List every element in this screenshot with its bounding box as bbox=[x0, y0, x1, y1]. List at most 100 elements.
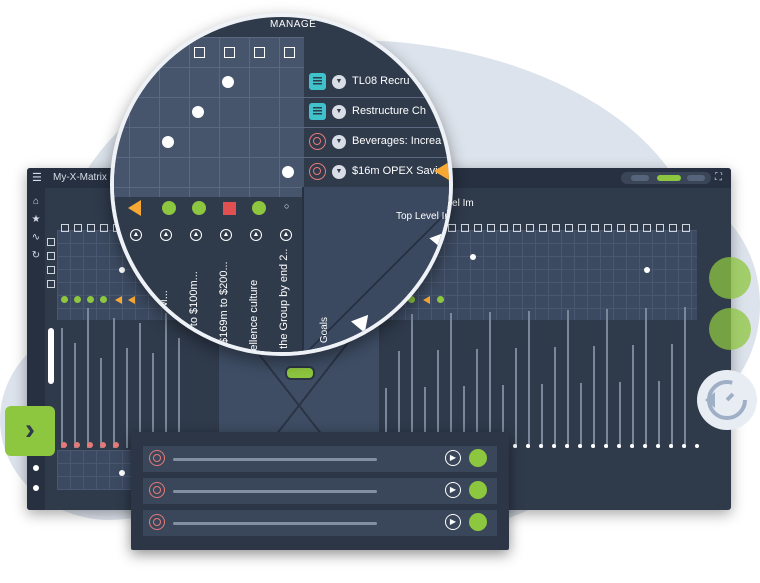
scroll-handle[interactable] bbox=[48, 328, 54, 384]
checkbox bbox=[578, 224, 586, 232]
objective-label: $16m OPEX Saving bbox=[352, 165, 450, 177]
home-icon[interactable]: ⌂ bbox=[32, 196, 40, 207]
progress-bar bbox=[515, 348, 517, 448]
checkbox bbox=[74, 224, 82, 232]
checkbox[interactable] bbox=[194, 47, 205, 58]
checkbox[interactable] bbox=[284, 47, 295, 58]
up-arrow-icon[interactable]: ▲ bbox=[160, 229, 172, 241]
document-icon bbox=[309, 103, 326, 120]
progress-bar bbox=[567, 310, 569, 448]
view-toggle-option[interactable] bbox=[631, 175, 649, 181]
relationship-dot bbox=[119, 470, 125, 476]
status-dot bbox=[469, 449, 487, 467]
objective-row[interactable]: ▼ Beverages: Increa bbox=[304, 127, 449, 158]
chevron-down-icon[interactable]: ▼ bbox=[332, 135, 346, 149]
status-dot-green bbox=[162, 201, 176, 215]
view-toggle-option[interactable] bbox=[687, 175, 705, 181]
center-toggle-pill[interactable] bbox=[285, 366, 315, 380]
fullscreen-icon[interactable]: ⛶ bbox=[715, 172, 722, 183]
divider bbox=[302, 187, 304, 352]
progress-bar bbox=[87, 308, 89, 448]
objective-vertical-label: m $81m to $100m... bbox=[188, 271, 200, 356]
progress-bar bbox=[74, 343, 76, 448]
checkbox bbox=[448, 224, 456, 232]
document-icon bbox=[309, 73, 326, 90]
status-dot-green bbox=[74, 296, 81, 303]
status-dot-white bbox=[604, 444, 608, 448]
play-icon[interactable]: ▶ bbox=[445, 482, 461, 498]
checkbox[interactable] bbox=[254, 47, 265, 58]
checkbox bbox=[100, 224, 108, 232]
checkbox bbox=[461, 224, 469, 232]
relationship-dot[interactable] bbox=[222, 76, 234, 88]
relationship-dot[interactable] bbox=[162, 136, 174, 148]
chevron-down-icon[interactable]: ▼ bbox=[332, 165, 346, 179]
checkbox bbox=[61, 224, 69, 232]
view-toggle[interactable] bbox=[621, 172, 711, 184]
relationship-dot[interactable] bbox=[192, 106, 204, 118]
status-dot-red bbox=[74, 442, 80, 448]
play-icon[interactable]: ▶ bbox=[445, 450, 461, 466]
refresh-icon[interactable]: ↻ bbox=[31, 250, 41, 261]
status-dot-white bbox=[513, 444, 517, 448]
action-row[interactable]: ▶ bbox=[143, 446, 497, 472]
chevron-down-icon[interactable]: ▼ bbox=[332, 75, 346, 89]
activity-icon[interactable]: ∿ bbox=[31, 232, 41, 243]
status-dot-green bbox=[100, 296, 107, 303]
action-row[interactable]: ▶ bbox=[143, 478, 497, 504]
floating-refresh-icon bbox=[697, 370, 757, 430]
progress-bar bbox=[671, 344, 673, 448]
app-title: My-X-Matrix bbox=[53, 172, 107, 183]
status-dot-white bbox=[539, 444, 543, 448]
progress-bar bbox=[463, 386, 465, 448]
up-arrow-icon[interactable]: ▲ bbox=[130, 229, 142, 241]
status-dot-red bbox=[113, 442, 119, 448]
progress-bar bbox=[424, 387, 426, 448]
status-dot-white bbox=[695, 444, 699, 448]
objective-row[interactable]: ▼ Restructure Ch bbox=[304, 97, 449, 128]
objective-row[interactable]: ▼ TL08 Recru bbox=[304, 67, 449, 98]
up-arrow-icon[interactable]: ▲ bbox=[220, 229, 232, 241]
action-row[interactable]: ▶ bbox=[143, 510, 497, 536]
progress-bar bbox=[619, 382, 621, 448]
progress-bar bbox=[489, 312, 491, 448]
progress-bar bbox=[450, 313, 452, 448]
star-icon[interactable]: ★ bbox=[31, 214, 41, 225]
up-arrow-icon[interactable]: ▲ bbox=[280, 229, 292, 241]
relationship-dot bbox=[644, 267, 650, 273]
checkbox[interactable] bbox=[224, 47, 235, 58]
chevron-down-icon[interactable]: ▼ bbox=[332, 105, 346, 119]
view-toggle-option-active[interactable] bbox=[657, 175, 681, 181]
refresh-icon bbox=[705, 380, 747, 420]
progress-bar bbox=[385, 388, 387, 448]
checkbox bbox=[47, 238, 55, 246]
chevron-right-icon[interactable]: › bbox=[5, 406, 55, 456]
up-arrow-icon[interactable]: ▲ bbox=[250, 229, 262, 241]
objective-label: Beverages: Increa bbox=[352, 135, 442, 147]
play-icon[interactable]: ▶ bbox=[445, 514, 461, 530]
up-arrow-icon[interactable]: ▲ bbox=[190, 229, 202, 241]
relationship-dot[interactable] bbox=[282, 166, 294, 178]
sidebar: ⌂ ★ ∿ ↻ bbox=[27, 188, 45, 510]
relationship-dot bbox=[33, 485, 39, 491]
goals-label: Goals bbox=[319, 317, 330, 344]
objective-row[interactable]: ▼ $16m OPEX Saving bbox=[304, 157, 450, 188]
progress-bar bbox=[580, 383, 582, 448]
objective-vertical-label: x to 3.85 DPM... bbox=[158, 290, 170, 356]
progress-bar bbox=[658, 381, 660, 448]
status-dot-white bbox=[630, 444, 634, 448]
hamburger-menu-icon[interactable]: ☰ bbox=[32, 172, 42, 184]
status-dot-white bbox=[526, 444, 530, 448]
objective-label: Restructure Ch bbox=[352, 105, 426, 117]
status-dot-red bbox=[87, 442, 93, 448]
status-square-red bbox=[223, 202, 236, 215]
progress-bar bbox=[606, 309, 608, 448]
progress-bar bbox=[113, 318, 115, 448]
status-dot-red bbox=[100, 442, 106, 448]
checkbox bbox=[87, 224, 95, 232]
checkbox bbox=[526, 224, 534, 232]
checkbox bbox=[656, 224, 664, 232]
objective-vertical-label: oss the Group by end 2... bbox=[278, 249, 290, 356]
status-dot-green bbox=[192, 201, 206, 215]
action-row-bar bbox=[173, 490, 377, 493]
